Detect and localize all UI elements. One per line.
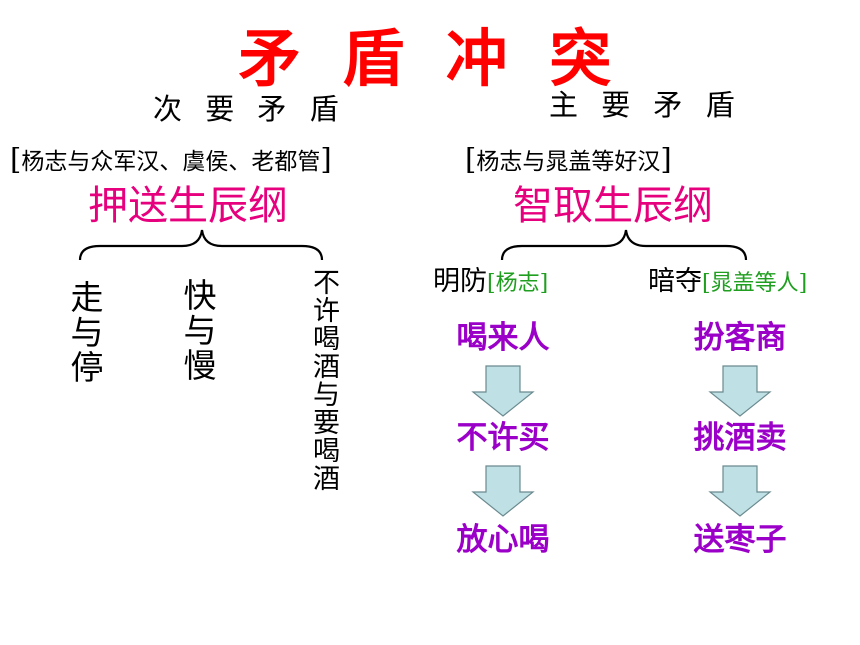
step-defense-1: 喝来人 — [456, 320, 550, 356]
right-curly-brace — [500, 229, 748, 261]
secondary-conflict-parties: [杨志与众军汉、虞侯、老都管] — [10, 142, 332, 176]
conflict-item-drinking: 不许喝酒与要喝酒 — [308, 268, 339, 492]
down-arrow-icon-2-1 — [708, 365, 772, 417]
secondary-conflict-heading: 次 要 矛 盾 — [153, 92, 346, 126]
conflict-item-fast-slow: 快与慢 — [178, 278, 217, 383]
step-seize-1: 扮客商 — [693, 320, 787, 356]
main-conflict-heading: 主 要 矛 盾 — [549, 88, 742, 122]
step-seize-2: 挑酒卖 — [693, 420, 787, 456]
seize-birthday-gifts-event: 智取生辰纲 — [513, 183, 713, 229]
step-defense-3: 放心喝 — [456, 522, 550, 558]
down-arrow-icon-1-2 — [471, 465, 535, 517]
step-seize-3: 送枣子 — [693, 522, 787, 558]
down-arrow-icon-1-1 — [471, 365, 535, 417]
page-title: 矛 盾 冲 突 — [238, 22, 622, 95]
down-arrow-icon-2-2 — [708, 465, 772, 517]
branch-open-defense: 明防[杨志] — [433, 266, 549, 297]
left-curly-brace — [78, 229, 324, 261]
conflict-item-stop-go: 走与停 — [65, 280, 104, 385]
main-conflict-parties: [杨志与晁盖等好汉] — [465, 142, 672, 176]
branch-covert-seizure: 暗夺[晁盖等人] — [648, 266, 808, 297]
step-defense-2: 不许买 — [456, 420, 550, 456]
escort-birthday-gifts-event: 押送生辰纲 — [88, 183, 288, 229]
